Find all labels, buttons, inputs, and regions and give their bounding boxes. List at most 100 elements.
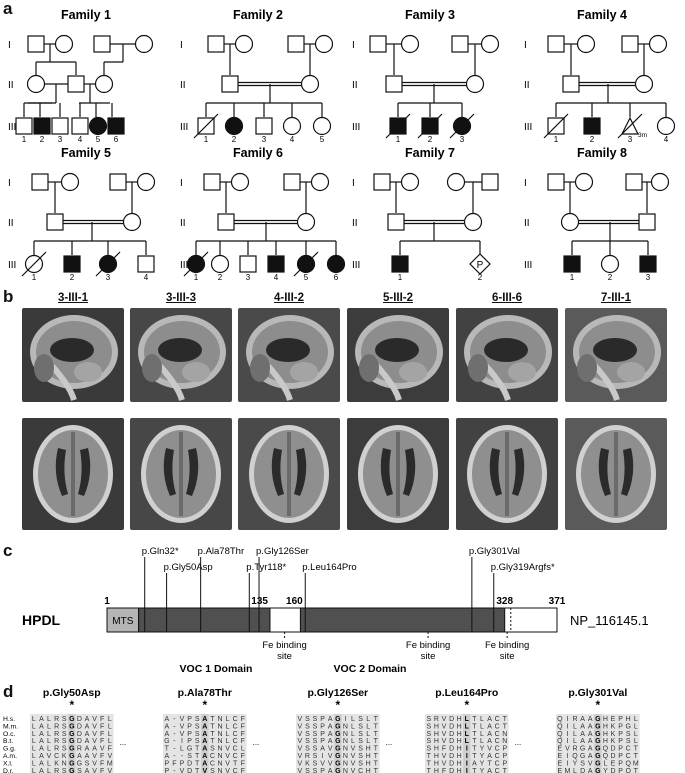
residue: I xyxy=(566,716,568,723)
female-symbol xyxy=(314,34,334,54)
residue: Q xyxy=(625,768,631,773)
residue: P xyxy=(180,760,185,767)
residue: C xyxy=(495,716,500,723)
residue: S xyxy=(305,731,310,738)
residue: F xyxy=(241,723,245,730)
generation-label: II xyxy=(352,80,358,91)
residue: C xyxy=(358,768,363,773)
residue: A xyxy=(39,723,44,730)
residue: I xyxy=(566,723,568,730)
individual-number: 4 xyxy=(274,273,279,282)
mutation-label: p.Tyr118* xyxy=(246,562,286,573)
residue: P xyxy=(618,738,623,745)
family-title: Family 3 xyxy=(405,8,455,22)
residue: S xyxy=(313,716,318,723)
residue: A xyxy=(85,746,90,753)
residue: S xyxy=(305,768,310,773)
residue: V xyxy=(351,760,356,767)
male-symbol xyxy=(51,117,69,135)
individual-number: 5 xyxy=(96,135,101,144)
residue: S xyxy=(626,731,631,738)
residue: G xyxy=(595,723,601,730)
residue: - xyxy=(173,716,176,723)
mri-patient-label: 3-III-3 xyxy=(165,292,197,304)
residue: G xyxy=(69,731,75,738)
residue: S xyxy=(62,731,67,738)
residue: L xyxy=(351,716,355,723)
residue: L xyxy=(480,716,484,723)
residue: H xyxy=(457,723,462,730)
female-symbol xyxy=(465,74,485,94)
residue: C xyxy=(626,746,631,753)
residue: S xyxy=(305,716,310,723)
residue: L xyxy=(366,731,370,738)
residue: L xyxy=(226,723,230,730)
mri-panel: 3-III-1 3-III-3 xyxy=(0,292,685,535)
residue: G xyxy=(335,716,341,723)
position-label: 371 xyxy=(549,596,566,607)
residue: L xyxy=(108,738,112,745)
residue: L xyxy=(47,746,51,753)
family-title: Family 6 xyxy=(233,146,283,160)
residue: F xyxy=(442,768,446,773)
mutation-label: p.Gly126Ser xyxy=(256,546,309,557)
male-symbol xyxy=(15,117,33,135)
residue: V xyxy=(107,753,112,760)
residue: - xyxy=(173,731,176,738)
residue: L xyxy=(108,731,112,738)
residue: C xyxy=(233,731,238,738)
residue: D xyxy=(449,753,454,760)
panel-a-letter: a xyxy=(3,0,13,18)
mutation-label: p.Gly301Val xyxy=(469,546,520,557)
family-title: Family 2 xyxy=(233,8,283,22)
residue: I xyxy=(566,738,568,745)
residue: N xyxy=(343,753,348,760)
residue: S xyxy=(187,753,192,760)
residue: A xyxy=(164,753,169,760)
residue: V xyxy=(565,746,570,753)
deceased-slash xyxy=(183,251,209,277)
fe-site-1-label: site xyxy=(277,651,292,662)
individual-number: 3 xyxy=(628,135,633,144)
residue: S xyxy=(305,738,310,745)
residue: R xyxy=(572,746,577,753)
residue: L xyxy=(47,760,51,767)
residue: F xyxy=(100,768,104,773)
residue: D xyxy=(610,746,615,753)
individual-number: 1 xyxy=(398,273,403,282)
residue: G xyxy=(69,760,75,767)
residue: N xyxy=(343,738,348,745)
residue: A xyxy=(85,731,90,738)
highlight-column xyxy=(463,714,471,773)
family-title: Family 7 xyxy=(405,146,455,160)
residue: I xyxy=(322,753,324,760)
individual-number: 6 xyxy=(114,135,119,144)
male-symbol xyxy=(109,173,127,191)
residue: H xyxy=(457,731,462,738)
residue: - xyxy=(173,723,176,730)
residue: A xyxy=(588,746,593,753)
residue: H xyxy=(434,746,439,753)
residue: N xyxy=(343,723,348,730)
mts-label: MTS xyxy=(112,616,133,627)
residue: A xyxy=(39,738,44,745)
residue: V xyxy=(297,760,302,767)
sagittal-mri-image xyxy=(565,308,667,402)
mri-patient-label: 6-III-6 xyxy=(491,292,523,304)
residue: F xyxy=(241,760,245,767)
species-label: O.c. xyxy=(3,731,16,738)
residue: S xyxy=(358,738,363,745)
residue: V xyxy=(297,753,302,760)
residue: S xyxy=(195,731,200,738)
male-symbol xyxy=(387,213,405,231)
residue: L xyxy=(573,723,577,730)
residue: R xyxy=(305,753,310,760)
conserved-star: * xyxy=(595,698,600,712)
residue: S xyxy=(195,723,200,730)
residue: S xyxy=(358,760,363,767)
residue: G xyxy=(335,746,341,753)
